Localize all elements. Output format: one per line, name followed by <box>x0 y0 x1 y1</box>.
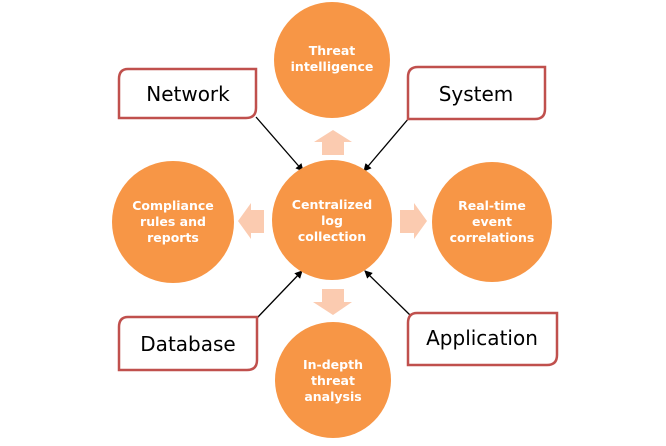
flow-arrow-up-icon <box>314 130 352 155</box>
flow-arrow-right-icon <box>400 203 427 239</box>
source-database-box: Database <box>117 315 259 372</box>
svg-text:System: System <box>439 82 514 106</box>
connector-system <box>363 117 410 172</box>
source-network-box: Network <box>117 67 258 120</box>
flow-arrow-down-icon <box>313 289 352 315</box>
svg-text:Database: Database <box>140 332 235 356</box>
source-system-box: System <box>406 65 547 121</box>
flow-arrow-left-icon <box>238 203 264 239</box>
source-application-box: Application <box>406 311 559 367</box>
svg-text:Application: Application <box>426 326 538 350</box>
connector-network <box>255 116 304 172</box>
connector-application <box>364 270 411 316</box>
connector-database <box>256 270 303 319</box>
svg-text:Network: Network <box>146 82 230 106</box>
